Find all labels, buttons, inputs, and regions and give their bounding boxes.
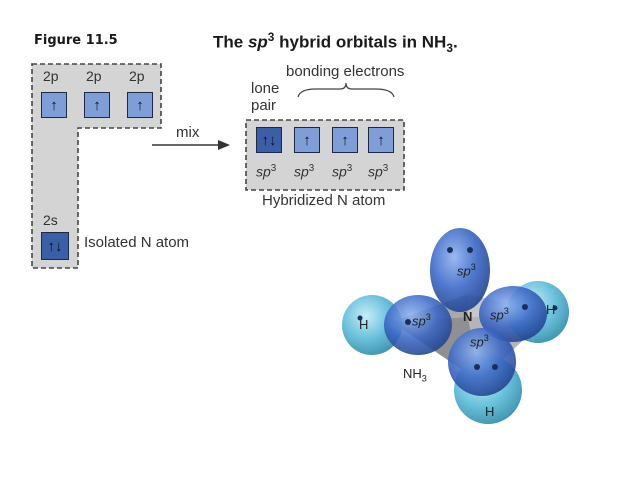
sp3-label-left: sp3: [412, 312, 431, 329]
sp3-label-right: sp3: [490, 306, 509, 323]
orbital-box-2p-2: ↑: [84, 92, 110, 118]
sp3-lobe-left: [384, 295, 452, 355]
sp3-lobe-bottom: [448, 328, 516, 396]
hybrid-box-3: ↑: [332, 127, 358, 153]
orbital-box-2p-1: ↑: [41, 92, 67, 118]
sp3-label-top: sp3: [457, 262, 476, 279]
sp3-label-bottom: sp3: [470, 333, 489, 350]
mix-arrow-icon: [152, 140, 230, 150]
hybrid-box-1: ↑↓: [256, 127, 282, 153]
hybrid-label-2: sp3: [294, 163, 315, 180]
hydrogen-label-left: H: [359, 317, 369, 332]
hydrogen-label-bottom: H: [485, 404, 495, 419]
hybrid-label-3: sp3: [332, 163, 353, 180]
hydrogen-label-right: H: [546, 302, 556, 317]
hybrid-box-4: ↑: [368, 127, 394, 153]
sp3-lobe-right: [479, 286, 547, 342]
orbital-label-2s: 2s: [43, 212, 58, 228]
hybrid-box-2: ↑: [294, 127, 320, 153]
lone-pair-label: lone: [251, 80, 280, 97]
page-title: The sp3 hybrid orbitals in NH3.: [213, 30, 458, 56]
hybrid-label-4: sp3: [368, 163, 389, 180]
bonding-electrons-label: bonding electrons: [286, 63, 405, 80]
orbital-box-2s: ↑↓: [41, 232, 69, 260]
orbital-label-2p-1: 2p: [43, 68, 59, 84]
isolated-atom-caption: Isolated N atom: [84, 234, 190, 251]
bonding-brace-icon: [297, 82, 395, 98]
nh3-formula-label: NH3: [403, 366, 427, 384]
nitrogen-label: N: [463, 309, 473, 324]
figure-label: Figure 11.5: [34, 33, 118, 48]
nh3-molecule-illustration: [342, 228, 569, 424]
hybrid-label-1: sp3: [256, 163, 277, 180]
mix-label: mix: [176, 124, 200, 141]
orbital-box-2p-3: ↑: [127, 92, 153, 118]
lone-pair-label-2: pair: [251, 97, 277, 114]
lone-pair-lobe: [430, 228, 490, 312]
hybridized-atom-caption: Hybridized N atom: [262, 192, 386, 209]
orbital-label-2p-3: 2p: [129, 68, 145, 84]
orbital-label-2p-2: 2p: [86, 68, 102, 84]
hydrogen-sphere-left: [342, 295, 402, 355]
